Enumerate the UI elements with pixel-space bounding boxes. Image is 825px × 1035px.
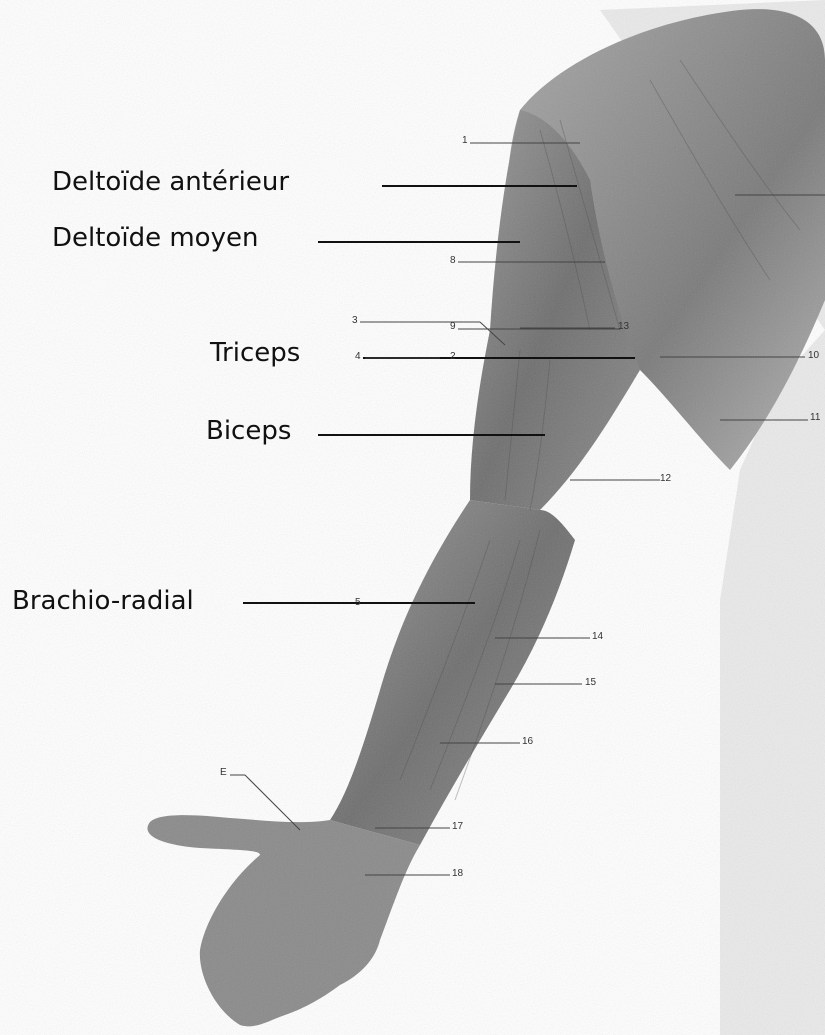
- callout-10: 10: [808, 351, 819, 361]
- callout-E: E: [220, 768, 227, 778]
- callout-12: 12: [660, 474, 671, 484]
- callout-4: 4: [355, 352, 361, 362]
- callout-18: 18: [452, 869, 463, 879]
- callout-14: 14: [592, 632, 603, 642]
- callout-15: 15: [585, 678, 596, 688]
- callout-2: 2: [450, 352, 456, 362]
- callout-3: 3: [352, 316, 358, 326]
- callout-9: 9: [450, 322, 456, 332]
- callout-17: 17: [452, 822, 463, 832]
- callout-5: 5: [355, 598, 361, 608]
- label-brachioradialis: Brachio-radial: [12, 588, 194, 614]
- label-deltoid-middle: Deltoïde moyen: [52, 225, 258, 251]
- callout-16: 16: [522, 737, 533, 747]
- label-biceps: Biceps: [206, 418, 291, 444]
- callout-13: 13: [618, 322, 629, 332]
- label-triceps: Triceps: [210, 340, 300, 366]
- callout-8: 8: [450, 256, 456, 266]
- callout-1: 1: [462, 136, 468, 146]
- callout-11: 11: [810, 413, 820, 423]
- label-deltoid-anterior: Deltoïde antérieur: [52, 169, 289, 195]
